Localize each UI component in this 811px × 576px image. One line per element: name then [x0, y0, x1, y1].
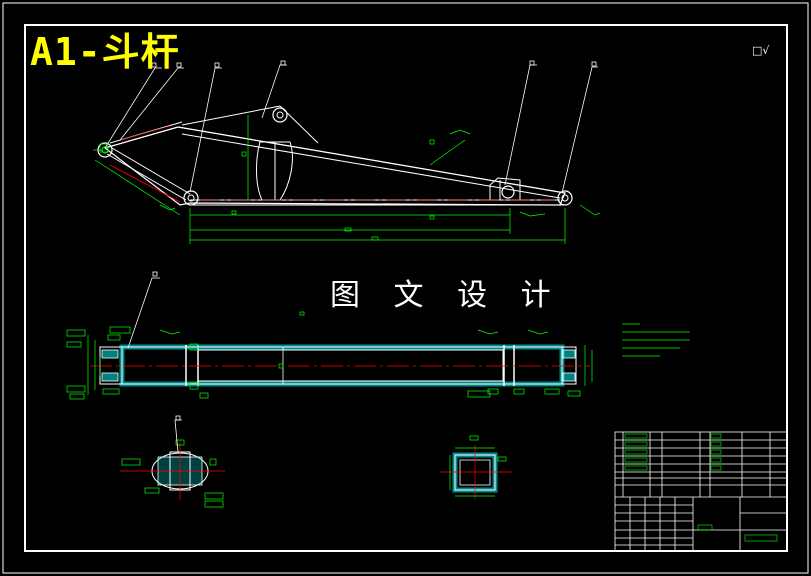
- section-detail-left: [120, 415, 225, 508]
- plan-view-leader: [127, 271, 160, 349]
- watermark-text: 图 文 设 计: [330, 278, 563, 313]
- section-detail-right: [440, 435, 512, 500]
- side-view-dimensions: [93, 115, 601, 244]
- arm-plan-view: [90, 344, 590, 387]
- technical-notes: [622, 323, 690, 357]
- inner-frame: [24, 24, 788, 552]
- surface-finish-mark: □√: [752, 44, 770, 57]
- drawing-title: A1-斗杆: [30, 30, 180, 74]
- plan-view-dimensions: [66, 311, 593, 400]
- arm-side-view: [97, 105, 573, 206]
- title-block-fields: [624, 433, 778, 542]
- side-view-leaders: [104, 60, 598, 194]
